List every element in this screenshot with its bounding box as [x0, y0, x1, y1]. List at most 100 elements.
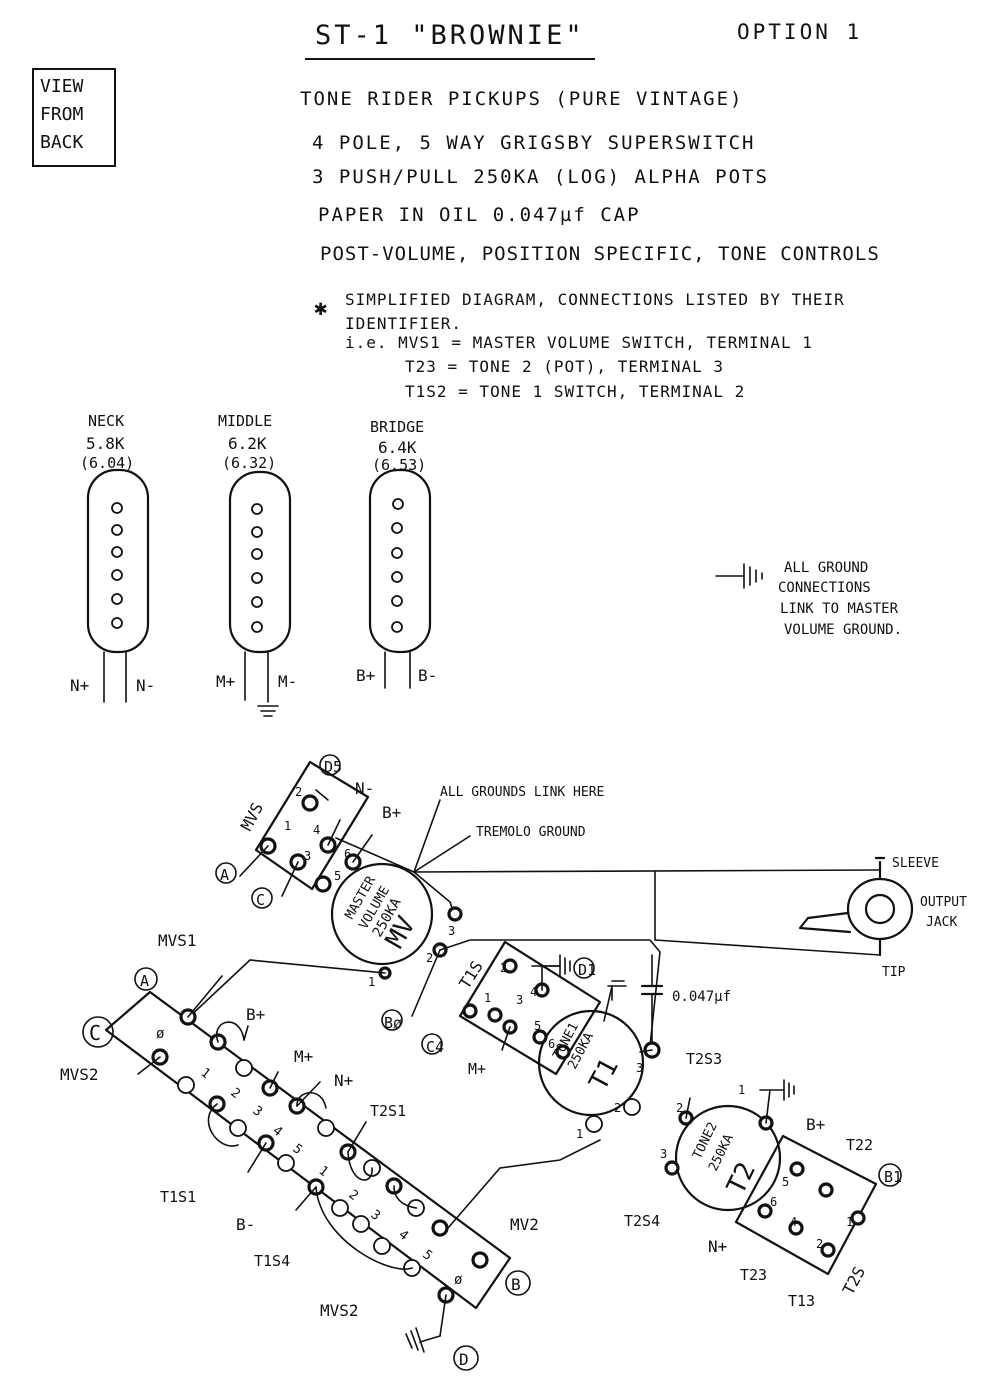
circle-c-ss: C [82, 1016, 114, 1048]
spec-pickups: TONE RIDER PICKUPS (PURE VINTAGE) [300, 88, 744, 110]
t2-pot-term-2: 2 [676, 1101, 683, 1115]
superswitch-jumpers [137, 975, 447, 1337]
middle-plus-lead-label: M+ [216, 672, 236, 691]
mvs-term-2: 2 [295, 785, 302, 799]
t2s-term-6: 6 [770, 1195, 777, 1209]
ss-row2-term-4: 4 [396, 1227, 412, 1244]
circle-c-mv: C [251, 887, 273, 909]
mv2-ss-label: MV2 [510, 1215, 539, 1234]
middle-pole-pieces [251, 503, 263, 633]
pickup-bridge-spec: (6.53) [372, 456, 427, 474]
pickup-neck [86, 468, 150, 703]
b-plus-tone2-label: B+ [806, 1115, 825, 1134]
mv-pot-term-2: 2 [426, 951, 433, 965]
ground-legend-icon [715, 563, 763, 589]
bridge-minus-lead-label: B- [418, 666, 438, 685]
t1-pot-term-1: 1 [576, 1127, 583, 1141]
t1s-term-4: 4 [530, 985, 537, 999]
note-line-4: T23 = TONE 2 (POT), TERMINAL 3 [405, 357, 724, 376]
svg-text:D1: D1 [578, 961, 596, 979]
t2s-term-4: 4 [790, 1215, 797, 1229]
t22-label: T22 [846, 1136, 873, 1154]
t1-pot-id: T1 [584, 1054, 625, 1096]
tone2-switch [734, 1134, 878, 1276]
t1s-switch-label: T1S [455, 958, 486, 993]
pickup-bridge-name: BRIDGE [370, 418, 425, 436]
ss-row1-term-3: 3 [250, 1103, 265, 1120]
ground-legend-line-1: ALL GROUND [784, 560, 869, 576]
ground-legend-line-2: CONNECTIONS [778, 580, 871, 596]
jack-tip-label: TIP [882, 965, 906, 980]
svg-text:D: D [459, 1350, 469, 1369]
n-plus-ss-label: N+ [334, 1071, 353, 1090]
superswitch-ground-icon [405, 1327, 441, 1353]
spec-cap: PAPER IN OIL 0.047µf CAP [318, 204, 641, 226]
neck-plus-lead-label: N+ [70, 676, 90, 695]
pickup-middle-name: MIDDLE [218, 412, 273, 430]
ss-row2-term-5: 5 [420, 1247, 435, 1264]
tone2-ground-icon [759, 1079, 795, 1101]
neck-pole-pieces [111, 502, 123, 629]
mvs-term-3: 3 [304, 849, 311, 863]
tone1-wires [447, 965, 653, 1229]
note-line-3: i.e. MVS1 = MASTER VOLUME SWITCH, TERMIN… [345, 333, 813, 352]
t2s-switch-label: T2S [839, 1263, 869, 1297]
output-jack-icon [798, 856, 914, 957]
n-plus-tone2-label: N+ [708, 1237, 727, 1256]
note-line-1: SIMPLIFIED DIAGRAM, CONNECTIONS LISTED B… [345, 290, 845, 309]
circle-d1: D1 [573, 957, 596, 979]
svg-text:A: A [220, 866, 229, 884]
neck-minus-lead-label: N- [136, 676, 156, 695]
svg-text:C: C [89, 1021, 101, 1045]
svg-text:B1: B1 [884, 1168, 902, 1186]
t1s-term-2: 2 [500, 961, 507, 975]
mvs-switch-label: MVS [237, 799, 267, 833]
mvs2-top-label: MVS2 [60, 1065, 99, 1084]
mv-pot-term-3: 3 [448, 924, 455, 938]
n-minus-mv-label: N- [355, 779, 374, 798]
t2s-term-5: 5 [782, 1175, 789, 1189]
b-plus-ss-label: B+ [246, 1005, 265, 1024]
view-from-back-box: VIEW FROM BACK [32, 68, 116, 167]
svg-text:A: A [140, 972, 149, 990]
spec-tone-controls: POST-VOLUME, POSITION SPECIFIC, TONE CON… [320, 243, 880, 265]
ss-row1-term-1: 1 [198, 1065, 213, 1082]
t1s4-ss-label: T1S4 [254, 1252, 290, 1270]
ss-row1-term-2: 2 [228, 1085, 243, 1102]
t1s-term-1: 1 [484, 991, 491, 1005]
ss-row2-term-3: 3 [368, 1207, 383, 1224]
mvs-term-4: 4 [313, 823, 320, 837]
pickup-middle [228, 470, 292, 717]
b-minus-ss-label: B- [236, 1215, 255, 1234]
tone1-ground2-icon [607, 980, 627, 1001]
ss-row2-term-1: 1 [316, 1163, 331, 1180]
master-volume-switch [254, 760, 370, 893]
diagram-title: ST-1 "BROWNIE" [315, 20, 585, 51]
tone2-wires [685, 1089, 771, 1124]
mvs-term-6: 6 [344, 847, 351, 861]
t2s3-label: T2S3 [686, 1050, 722, 1068]
pickup-bridge-reading: 6.4K [378, 438, 417, 457]
circle-a-mv: A [215, 862, 237, 884]
note-line-5: T1S2 = TONE 1 SWITCH, TERMINAL 2 [405, 382, 746, 401]
pickup-middle-reading: 6.2K [228, 434, 267, 453]
tone1-switch [458, 940, 602, 1076]
ground-legend-line-3: LINK TO MASTER [780, 601, 899, 617]
t1s-term-6: 6 [548, 1037, 555, 1051]
capacitor-icon [640, 954, 664, 1043]
svg-text:C: C [256, 891, 265, 909]
t23-label: T23 [740, 1266, 767, 1284]
bridge-plus-lead-label: B+ [356, 666, 376, 685]
title-underline [305, 58, 595, 60]
note-line-2: IDENTIFIER. [345, 314, 462, 333]
pickup-neck-reading: 5.8K [86, 434, 125, 453]
jack-jack-label: JACK [926, 915, 957, 930]
mvs2-bottom-label: MVS2 [320, 1301, 359, 1320]
t1s1-ss-label: T1S1 [160, 1188, 196, 1206]
option-label: OPTION 1 [737, 20, 863, 44]
t2-pot-id: T2 [721, 1158, 762, 1199]
circle-d5: D5 [319, 754, 342, 776]
pickup-neck-name: NECK [88, 412, 125, 430]
